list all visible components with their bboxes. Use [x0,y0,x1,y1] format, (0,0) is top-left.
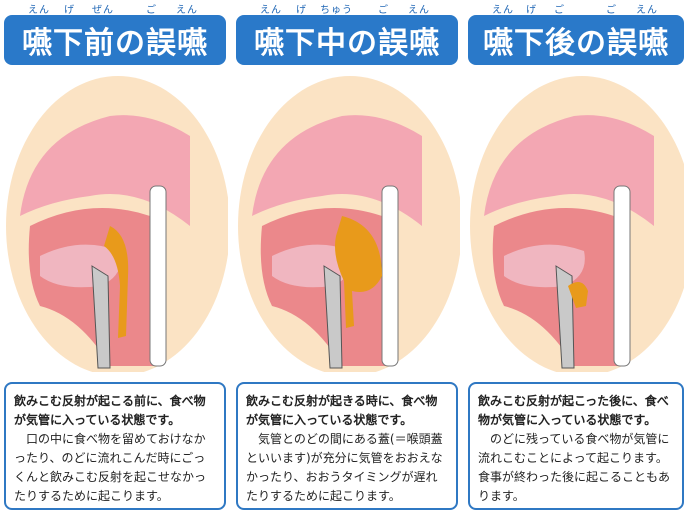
description-box: 飲みこむ反射が起きる時に、食べ物が気管に入っている状態です。 気管とのどの間にあ… [236,382,458,510]
description-box: 飲みこむ反射が起こった後に、食べ物が気管に入っている状態です。 のどに残っている… [468,382,684,510]
ruby-text: えん [636,1,658,16]
panel-title: 嚥下前の誤嚥 [4,15,226,65]
ruby-text: ご [606,1,617,16]
ruby-text: ご [554,1,565,16]
description-box: 飲みこむ反射が起こる前に、食べ物が気管に入っている状態です。 口の中に食べ物を留… [4,382,226,510]
ruby-text: ちゅう [320,1,353,16]
panel-before-swallow: えん げ ぜん ご えん 嚥下前の誤嚥 飲みこむ反射が起こる前に、食べ物が気管に… [0,0,228,516]
spine-shape [150,186,166,366]
ruby-text: げ [526,1,537,16]
ruby-text: げ [64,1,75,16]
tongue-shape [40,245,121,288]
ruby-text: げ [296,1,307,16]
description-body: のどに残っている食べ物が気管に流れこむことによって起こります。食事が終わった後に… [478,430,674,506]
panel-title: 嚥下中の誤嚥 [236,15,458,65]
throat-illustration [232,76,460,372]
panel-during-swallow: えん げ ちゅう ご えん 嚥下中の誤嚥 飲みこむ反射が起きる時に、食べ物が気管… [232,0,460,516]
ruby-text: えん [28,1,50,16]
description-body: 口の中に食べ物を留めておけなかったり、のどに流れこんだ時にごっくんと飲みこむ反射… [14,430,216,506]
ruby-text: ぜん [92,1,114,16]
description-lead: 飲みこむ反射が起こる前に、食べ物が気管に入っている状態です。 [14,392,216,430]
ruby-text: えん [260,1,282,16]
title-ruby: えん げ ぜん ご えん [0,1,228,15]
spine-shape [382,186,398,366]
ruby-text: ご [378,1,389,16]
description-body: 気管とのどの間にある蓋(＝喉頭蓋といいます)が充分に気管をおおえなかったり、おお… [246,430,448,506]
panel-after-swallow: えん げ ご ご えん 嚥下後の誤嚥 飲みこむ反射が起こった後に、食べ物が気管に… [464,0,684,516]
ruby-text: えん [408,1,430,16]
throat-illustration [464,76,684,372]
description-lead: 飲みこむ反射が起こった後に、食べ物が気管に入っている状態です。 [478,392,674,430]
ruby-text: えん [492,1,514,16]
ruby-text: えん [176,1,198,16]
throat-illustration [0,76,228,372]
title-ruby: えん げ ちゅう ご えん [232,1,460,15]
panel-title: 嚥下後の誤嚥 [468,15,684,65]
description-lead: 飲みこむ反射が起きる時に、食べ物が気管に入っている状態です。 [246,392,448,430]
title-ruby: えん げ ご ご えん [464,1,684,15]
spine-shape [614,186,630,366]
ruby-text: ご [146,1,157,16]
tongue-shape [504,245,585,288]
